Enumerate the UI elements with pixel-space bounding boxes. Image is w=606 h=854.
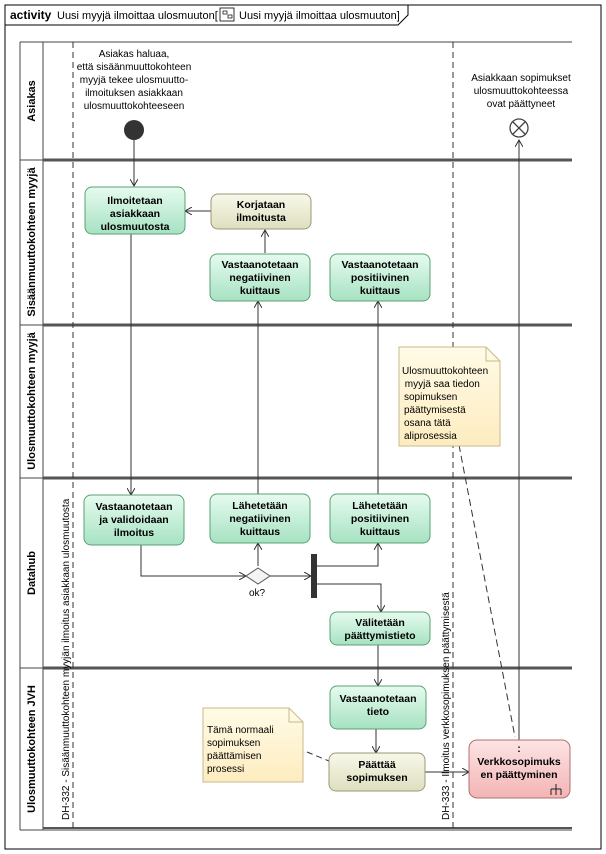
svg-text:ovat päättyneet: ovat päättyneet [487,99,556,110]
svg-text:myyjä tekee ulosmuutto-: myyjä tekee ulosmuutto- [80,75,188,86]
svg-text:Asiakkaan sopimukset: Asiakkaan sopimukset [471,73,571,84]
svg-text:Asiakas haluaa,: Asiakas haluaa, [99,49,170,60]
partition-left-label: DH-332 - Sisäänmuuttokohteen myyjän ilmo… [61,498,72,820]
svg-text:Ulosmuuttokohteen myyjä saa ti: Ulosmuuttokohteen myyjä saa tiedonsopimu… [402,366,488,442]
activity-icon [219,7,235,22]
frame-title: Uusi myyjä ilmoittaa ulosmuuton[ [57,10,218,22]
flow-validoidaan-decision [140,545,246,576]
svg-text:ilmoituksen asiakkaan: ilmoituksen asiakkaan [85,88,183,99]
lane-label-sisaan-myyja: Sisäänmuuttokohteen myyjä [26,167,38,317]
lane-label-datahub: Datahub [26,551,38,595]
control-flows [131,140,519,772]
initial-node[interactable] [124,120,144,140]
lane-label-asiakas: Asiakas [26,80,38,122]
call-behavior-icon [550,784,562,795]
decision-label: ok? [249,588,266,599]
note-anchor-normaali [306,751,330,762]
start-annotation: Asiakas haluaa, että sisäänmuuttokohteen… [77,49,192,112]
decision-node[interactable] [245,567,271,585]
frame-tab [5,5,409,26]
lane-label-ulos-jvh: Ulosmuuttokohteen JVH [26,685,38,813]
note-anchor-ulos [458,444,516,738]
frame-keyword: activity [10,8,52,22]
svg-text:ulosmuuttokohteeseen: ulosmuuttokohteeseen [84,101,185,112]
flow-fork-valitetaan [316,583,381,612]
flow-fork-lah-pos [316,543,378,567]
diagram-frame [4,4,602,850]
lane-label-ulos-myyja: Ulosmuuttokohteen myyjä [26,331,38,469]
fork-node[interactable] [311,554,317,598]
flow-final-node[interactable] [509,118,529,138]
end-annotation: Asiakkaan sopimukset ulosmuuttokohteessa… [471,73,571,110]
frame-tab-suffix: Uusi myyjä ilmoittaa ulosmuuton] [239,10,400,22]
svg-text:ulosmuuttokohteessa: ulosmuuttokohteessa [474,86,569,97]
svg-text:että sisäänmuuttokohteen: että sisäänmuuttokohteen [77,62,192,73]
partition-right-label: DH-333 - Ilmoitus verkkosopimuksen päätt… [441,592,452,820]
